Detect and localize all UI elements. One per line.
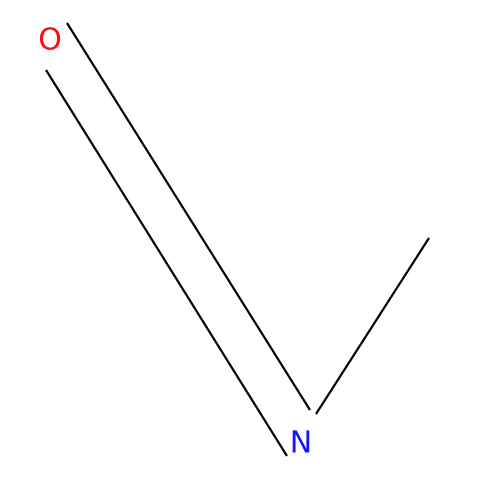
atom-label-nitrogen: N [290, 426, 312, 461]
bond-o-n-line-1 [66, 22, 311, 411]
bond-n-c [315, 237, 430, 415]
bond-o-n-line-2 [45, 69, 288, 457]
atom-label-oxygen: O [38, 23, 62, 58]
